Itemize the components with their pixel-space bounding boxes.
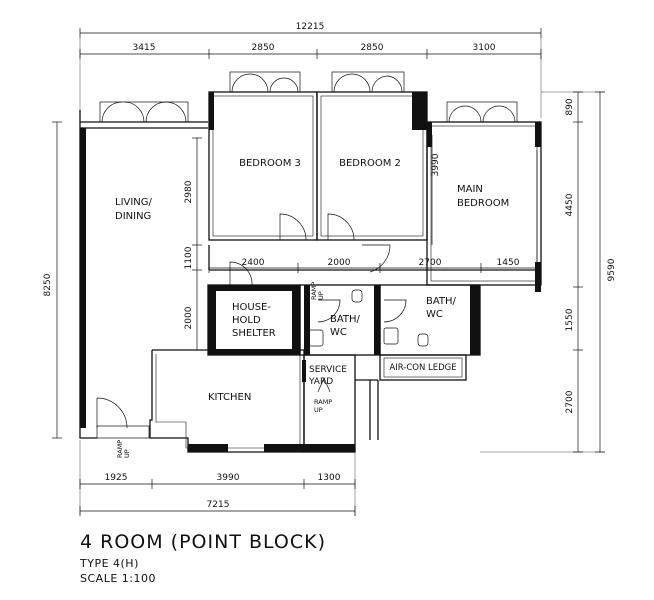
plan-scale: SCALE 1:100 bbox=[80, 572, 156, 585]
room-service-yard-2: YARD bbox=[308, 377, 333, 387]
room-shelter-1: HOUSE- bbox=[232, 302, 271, 313]
room-living-2: DINING bbox=[115, 211, 151, 222]
walls bbox=[79, 91, 542, 453]
fixtures bbox=[308, 289, 429, 393]
dim-bottom-3: 1300 bbox=[318, 473, 341, 483]
dim-corridor-1: 2400 bbox=[242, 258, 265, 268]
ramp-label-1: RAMP bbox=[314, 398, 332, 406]
dimension-labels: 12215 3415 2850 2850 3100 1925 3990 1300… bbox=[43, 22, 617, 510]
dim-interior-1: 2980 bbox=[184, 180, 194, 203]
room-shelter-3: SHELTER bbox=[232, 328, 276, 339]
dim-interior-3: 2000 bbox=[184, 306, 194, 329]
room-main-bedroom-2: BEDROOM bbox=[457, 198, 509, 209]
dim-top-1: 3415 bbox=[133, 43, 156, 53]
room-shelter-2: HOLD bbox=[232, 315, 261, 326]
dim-bottom-2: 3990 bbox=[217, 473, 240, 483]
dim-top-4: 3100 bbox=[473, 43, 496, 53]
dim-overall-width: 12215 bbox=[296, 22, 325, 32]
dim-left-height: 8250 bbox=[43, 273, 53, 296]
dim-bottom-total: 7215 bbox=[207, 500, 230, 510]
dim-bottom-1: 1925 bbox=[105, 473, 128, 483]
dim-top-2: 2850 bbox=[252, 43, 275, 53]
dim-top-3: 2850 bbox=[361, 43, 384, 53]
room-bath-2a: BATH/ bbox=[426, 296, 457, 307]
room-service-yard-1: SERVICE bbox=[309, 365, 347, 375]
plan-title: 4 ROOM (POINT BLOCK) bbox=[80, 531, 326, 553]
dimension-lines bbox=[52, 28, 605, 516]
ramp-label-2: UP bbox=[314, 406, 323, 414]
dim-right-total: 9590 bbox=[607, 258, 617, 281]
ramp-entrance-1: RAMP bbox=[116, 440, 124, 458]
dim-right-2: 4450 bbox=[565, 193, 575, 216]
room-bath-1b: WC bbox=[330, 327, 347, 338]
dim-right-3: 1550 bbox=[565, 308, 575, 331]
dim-corridor-3: 2700 bbox=[419, 258, 442, 268]
room-bedroom-2: BEDROOM 2 bbox=[339, 158, 401, 169]
doors bbox=[96, 213, 407, 439]
dim-right-4: 2700 bbox=[565, 390, 575, 413]
room-living-1: LIVING/ bbox=[115, 197, 153, 208]
dim-interior-4: 3990 bbox=[431, 153, 441, 176]
room-bedroom-3: BEDROOM 3 bbox=[239, 158, 301, 169]
ramp-small-1: RAMP bbox=[310, 282, 318, 300]
dim-interior-2: 1100 bbox=[184, 246, 194, 269]
dim-corridor-2: 2000 bbox=[328, 258, 351, 268]
thick-walls bbox=[80, 92, 541, 452]
room-labels: BEDROOM 3 BEDROOM 2 MAIN BEDROOM LIVING/… bbox=[115, 158, 509, 458]
plan-type: TYPE 4(H) bbox=[80, 557, 139, 570]
room-kitchen: KITCHEN bbox=[208, 392, 251, 403]
dim-right-1: 890 bbox=[565, 98, 575, 115]
room-aircon-ledge: AIR-CON LEDGE bbox=[389, 363, 456, 373]
ramp-small-2: UP bbox=[317, 291, 325, 300]
room-main-bedroom-1: MAIN bbox=[457, 184, 483, 195]
windows bbox=[99, 71, 542, 262]
dim-corridor-4: 1450 bbox=[497, 258, 520, 268]
room-bath-1a: BATH/ bbox=[330, 314, 361, 325]
room-bath-2b: WC bbox=[426, 309, 443, 320]
ramp-entrance-2: UP bbox=[123, 449, 131, 458]
